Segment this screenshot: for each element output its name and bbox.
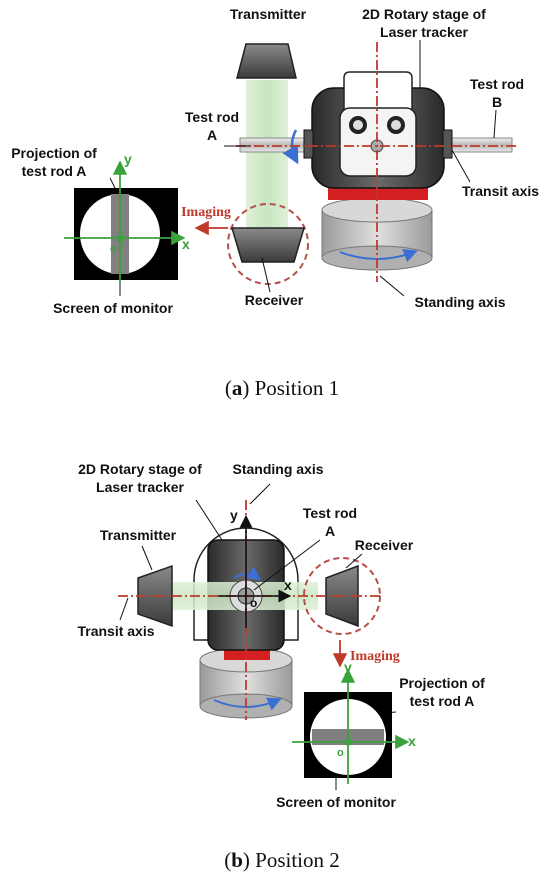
- red-band-b: [224, 648, 270, 660]
- leader-standing-b: [249, 483, 271, 505]
- standing-axis-label-b: Standing axis: [232, 461, 323, 477]
- transmitter-label-b: Transmitter: [100, 527, 177, 543]
- projection-label-line1-b: Projection of: [399, 675, 485, 691]
- imaging-label-b: Imaging: [350, 649, 400, 664]
- stage-label-line1-a: 2D Rotary stage of: [362, 6, 486, 22]
- screen-label-b: Screen of monitor: [276, 794, 396, 810]
- panel-b: y x o y x o 2D Rotary stage of Laser tra…: [77, 461, 485, 872]
- test-rod-b-shape: [447, 137, 513, 153]
- coord-y-label-b: y: [230, 507, 238, 523]
- test-rod-a-label-line1: Test rod: [185, 109, 239, 125]
- tracker-eye-right-pupil-a: [391, 120, 401, 130]
- leader-transmitter-b: [141, 545, 153, 571]
- monitor-origin-a: [116, 234, 124, 242]
- standing-axis-label-a: Standing axis: [414, 294, 505, 310]
- test-rod-a-label-line2: A: [207, 127, 217, 143]
- test-rod-b-label-line1: Test rod: [470, 76, 524, 92]
- transit-rotation-arrow-a: [282, 129, 299, 165]
- imaging-label-a: Imaging: [181, 205, 231, 220]
- caption-a-text: Position 1: [255, 376, 340, 400]
- panel-a: Transmitter: [11, 6, 539, 400]
- coord-x-label-b: x: [284, 577, 292, 593]
- transmitter-shape-a: [236, 43, 297, 79]
- axis-x-label-b: x: [408, 733, 416, 749]
- origin-label-a: o: [110, 243, 117, 255]
- caption-b: (b) Position 2: [224, 848, 340, 872]
- stage-label-line1-b: 2D Rotary stage of: [78, 461, 202, 477]
- test-rod-a-label-line1-b: Test rod: [303, 505, 357, 521]
- receiver-label-b: Receiver: [355, 537, 414, 553]
- leader-receiver-a: [261, 257, 271, 293]
- leader-rod-b: [493, 109, 497, 139]
- transmitter-label-a: Transmitter: [230, 6, 307, 22]
- axis-y-label-a: y: [124, 151, 132, 167]
- red-band-a: [328, 186, 428, 200]
- tracker-eye-left-pupil-a: [353, 120, 363, 130]
- caption-b-text: Position 2: [255, 848, 340, 872]
- screen-label-a: Screen of monitor: [53, 300, 173, 316]
- receiver-label-a: Receiver: [245, 292, 304, 308]
- side-connector-left-a: [303, 129, 314, 159]
- caption-a: (a) Position 1: [225, 376, 339, 400]
- stage-label-line2-a: Laser tracker: [380, 24, 469, 40]
- projection-label-line1-a: Projection of: [11, 145, 97, 161]
- caption-b-letter: b: [231, 848, 243, 872]
- leader-standing-a: [379, 275, 405, 297]
- transit-axis-label-b: Transit axis: [77, 623, 154, 639]
- tracker-head-a: [343, 71, 413, 111]
- side-connector-right-a: [442, 129, 453, 159]
- monitor-origin-b: [344, 738, 352, 746]
- test-rod-b-label-line2: B: [492, 94, 502, 110]
- origin-label-b: o: [337, 747, 344, 759]
- test-rod-a-shape: [239, 137, 307, 153]
- receiver-shape-a: [230, 227, 306, 263]
- light-beam-a: [246, 80, 288, 228]
- caption-a-letter: a: [232, 376, 243, 400]
- leader-transit-a: [451, 149, 471, 183]
- stage-label-line2-b: Laser tracker: [96, 479, 185, 495]
- leader-receiver-b: [345, 553, 363, 569]
- projection-label-line2-a: test rod A: [22, 163, 87, 179]
- leader-stage-b: [195, 499, 223, 541]
- axis-x-label-a: x: [182, 236, 190, 252]
- leader-rod-b: [253, 539, 321, 591]
- coord-origin-label-b: o: [250, 596, 257, 610]
- transit-axis-label-a: Transit axis: [462, 183, 539, 199]
- leader-transit-b: [119, 597, 129, 621]
- axis-y-label-b: y: [344, 659, 352, 675]
- test-rod-a-label-line2-b: A: [325, 523, 335, 539]
- projection-label-line2-b: test rod A: [410, 693, 475, 709]
